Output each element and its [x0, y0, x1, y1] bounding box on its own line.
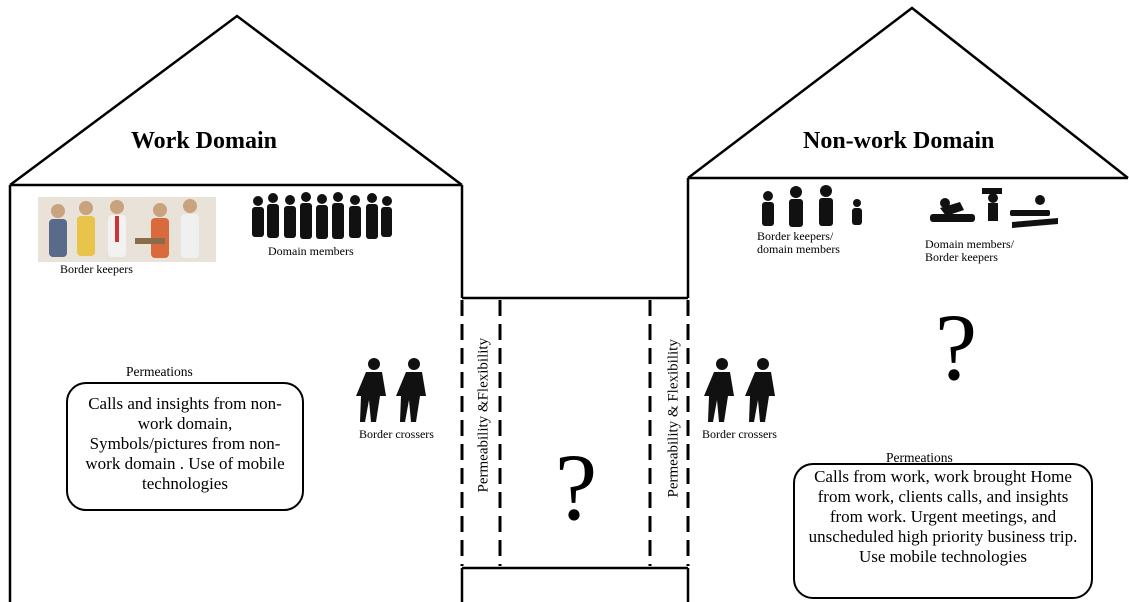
- work-permeations-label: Permeations: [126, 364, 193, 379]
- non-work-domain-roof: [687, 6, 1129, 179]
- domain-members-label: Domain members: [268, 244, 354, 258]
- work-permeations-box: Calls and insights from non-work domain,…: [66, 382, 304, 511]
- bridge-area: [460, 296, 690, 602]
- fitness-silhouettes: [930, 188, 1058, 228]
- work-border-crossers-label: Border crossers: [359, 427, 434, 441]
- nonwork-permeations-box: Calls from work, work brought Home from …: [793, 463, 1093, 599]
- bridge-question-mark: ?: [555, 434, 598, 540]
- nonwork-domain-members-label-line2: Border keepers: [925, 250, 998, 264]
- nonwork-border-keepers-label-line2: domain members: [757, 242, 840, 256]
- nonwork-border-crossers-label: Border crossers: [702, 427, 777, 441]
- border-keepers-image: [38, 197, 216, 262]
- nonwork-question-mark: ?: [935, 294, 978, 400]
- nonwork-domain-members-label-line1: Domain members/: [925, 237, 1014, 251]
- right-border-permeability-label: Permeability & Flexibility: [665, 339, 682, 498]
- border-keepers-label: Border keepers: [60, 262, 133, 276]
- work-domain-title: Work Domain: [131, 128, 278, 154]
- work-domain-house: [8, 14, 464, 602]
- nonwork-border-keepers-label-line1: Border keepers/: [757, 229, 834, 243]
- border-crossers-silhouettes-right: [704, 358, 775, 422]
- family-silhouettes: [762, 185, 862, 227]
- border-crossers-silhouettes-left: [356, 358, 426, 422]
- left-border-permeability-label: Permeability &Flexibility: [475, 337, 492, 493]
- domain-members-silhouettes: [252, 192, 392, 239]
- work-domain-roof: [9, 14, 463, 187]
- non-work-domain-house: [686, 6, 1129, 298]
- non-work-domain-title: Non-work Domain: [803, 128, 995, 154]
- nonwork-permeations-label: Permeations: [886, 450, 953, 465]
